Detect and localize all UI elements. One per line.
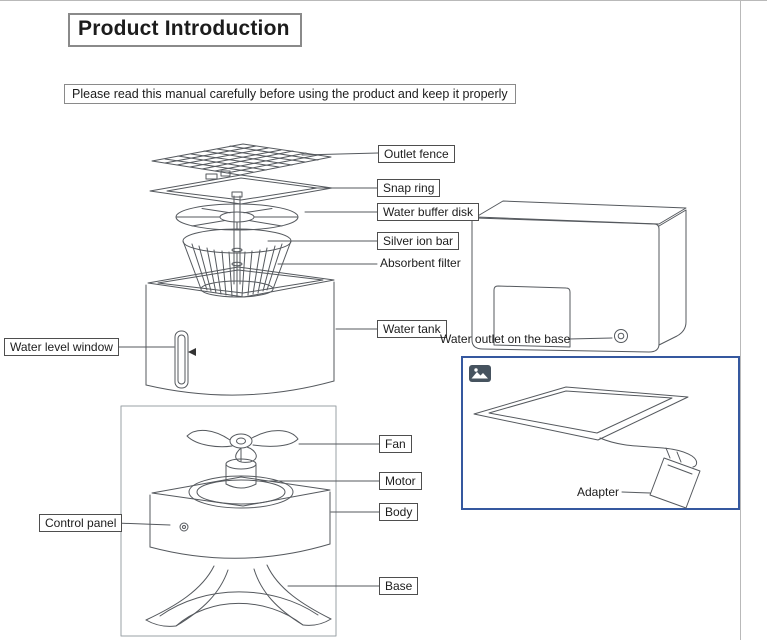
water-tank-drawing bbox=[145, 266, 335, 396]
label-base: Base bbox=[379, 577, 419, 595]
page-border-top bbox=[0, 0, 767, 1]
body-drawing bbox=[149, 475, 331, 559]
assembled-product-drawing bbox=[471, 200, 687, 353]
page-border-right bbox=[740, 0, 741, 640]
water-buffer-disk-drawing bbox=[175, 203, 299, 231]
silver-ion-bar-drawing bbox=[231, 191, 243, 285]
page-title: Product Introduction bbox=[68, 13, 302, 47]
base-drawing bbox=[145, 564, 332, 627]
fan-drawing bbox=[186, 429, 299, 463]
snap-ring-drawing bbox=[149, 170, 333, 205]
label-control-panel: Control panel bbox=[39, 514, 123, 532]
label-fan: Fan bbox=[379, 435, 412, 453]
label-motor: Motor bbox=[379, 472, 422, 490]
leader-lines bbox=[106, 152, 380, 587]
lower-assembly-outline bbox=[120, 405, 337, 637]
notice-text: Please read this manual carefully before… bbox=[64, 84, 516, 104]
label-water-buffer-disk: Water buffer disk bbox=[377, 203, 480, 221]
outlet-fence-drawing bbox=[151, 143, 332, 176]
label-absorbent-filter: Absorbent filter bbox=[380, 256, 461, 270]
label-water-outlet: Water outlet on the base bbox=[440, 332, 571, 346]
label-water-tank: Water tank bbox=[377, 320, 447, 338]
label-silver-ion-bar: Silver ion bar bbox=[377, 232, 460, 250]
label-snap-ring: Snap ring bbox=[377, 179, 441, 197]
label-outlet-fence: Outlet fence bbox=[378, 145, 455, 163]
label-adapter: Adapter bbox=[577, 485, 620, 499]
label-water-level-window: Water level window bbox=[4, 338, 119, 356]
motor-drawing bbox=[225, 458, 257, 489]
label-body: Body bbox=[379, 503, 419, 521]
absorbent-filter-drawing bbox=[182, 228, 292, 298]
